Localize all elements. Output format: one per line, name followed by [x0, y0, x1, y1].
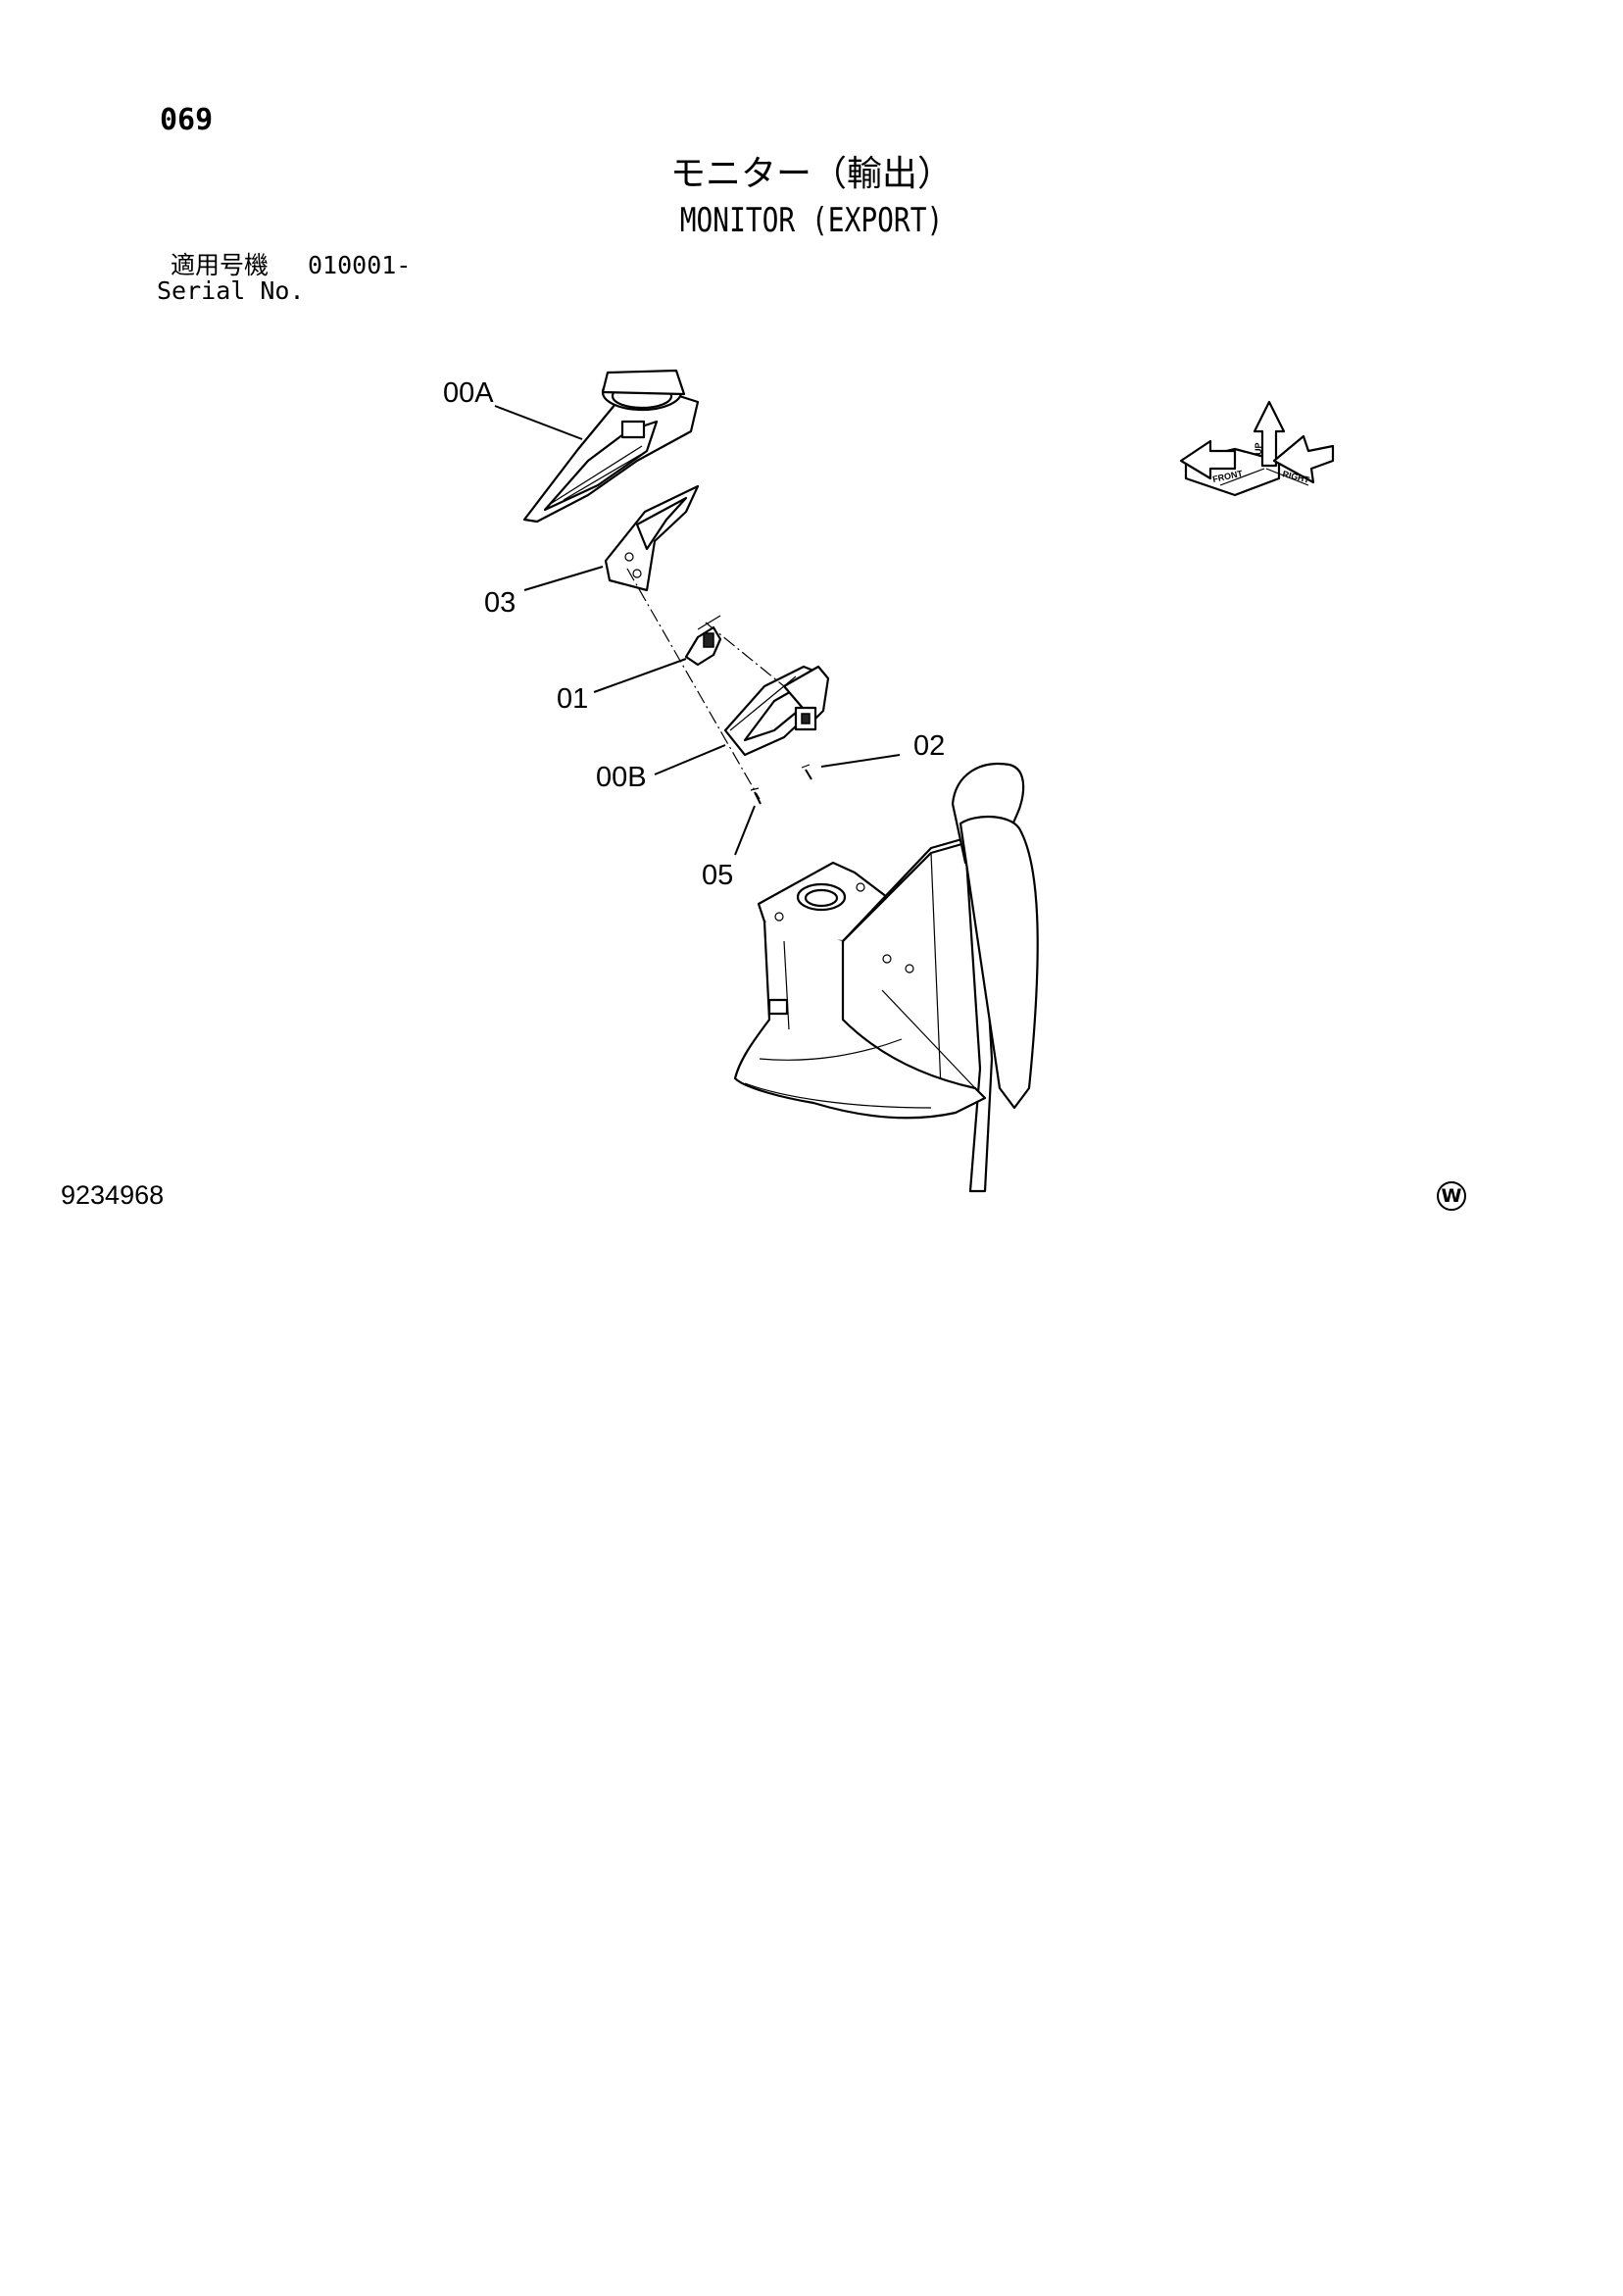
- callout-01: 01: [557, 683, 588, 715]
- mounting-console-frame: [733, 762, 1039, 1193]
- callout-00B: 00B: [596, 762, 647, 793]
- orientation-indicator: FRONT RIGHT UP: [1179, 400, 1335, 497]
- orientation-up-label: UP: [1254, 442, 1263, 455]
- part-01-clip: [684, 615, 722, 667]
- callout-00A: 00A: [443, 377, 494, 409]
- page-title-english: MONITOR (EXPORT): [679, 201, 944, 240]
- callout-02: 02: [913, 730, 945, 762]
- part-02-screw: [801, 764, 812, 780]
- maker-mark-icon: W: [1437, 1181, 1466, 1211]
- drawing-number: 9234968: [61, 1180, 165, 1210]
- part-03-bracket: [604, 484, 700, 592]
- part-05-screw: [750, 787, 762, 805]
- part-00B-monitor-unit: [723, 665, 830, 757]
- page-number: 069: [160, 103, 214, 137]
- serial-range: 010001-: [308, 251, 412, 279]
- part-00A-monitor-cover: [522, 369, 700, 524]
- callout-03: 03: [484, 587, 516, 619]
- leader-lines: [494, 405, 901, 856]
- page-title-japanese: モニター（輸出）: [669, 154, 953, 194]
- serial-label-english: Serial No.: [157, 276, 305, 305]
- assembly-axis-lines: [626, 568, 785, 800]
- exploded-parts-diagram: 00A 03 01 02 00B 05 FRONT RIGHT UP: [443, 369, 1335, 1193]
- serial-label-japanese: 適用号機: [171, 251, 270, 279]
- callout-05: 05: [702, 860, 733, 891]
